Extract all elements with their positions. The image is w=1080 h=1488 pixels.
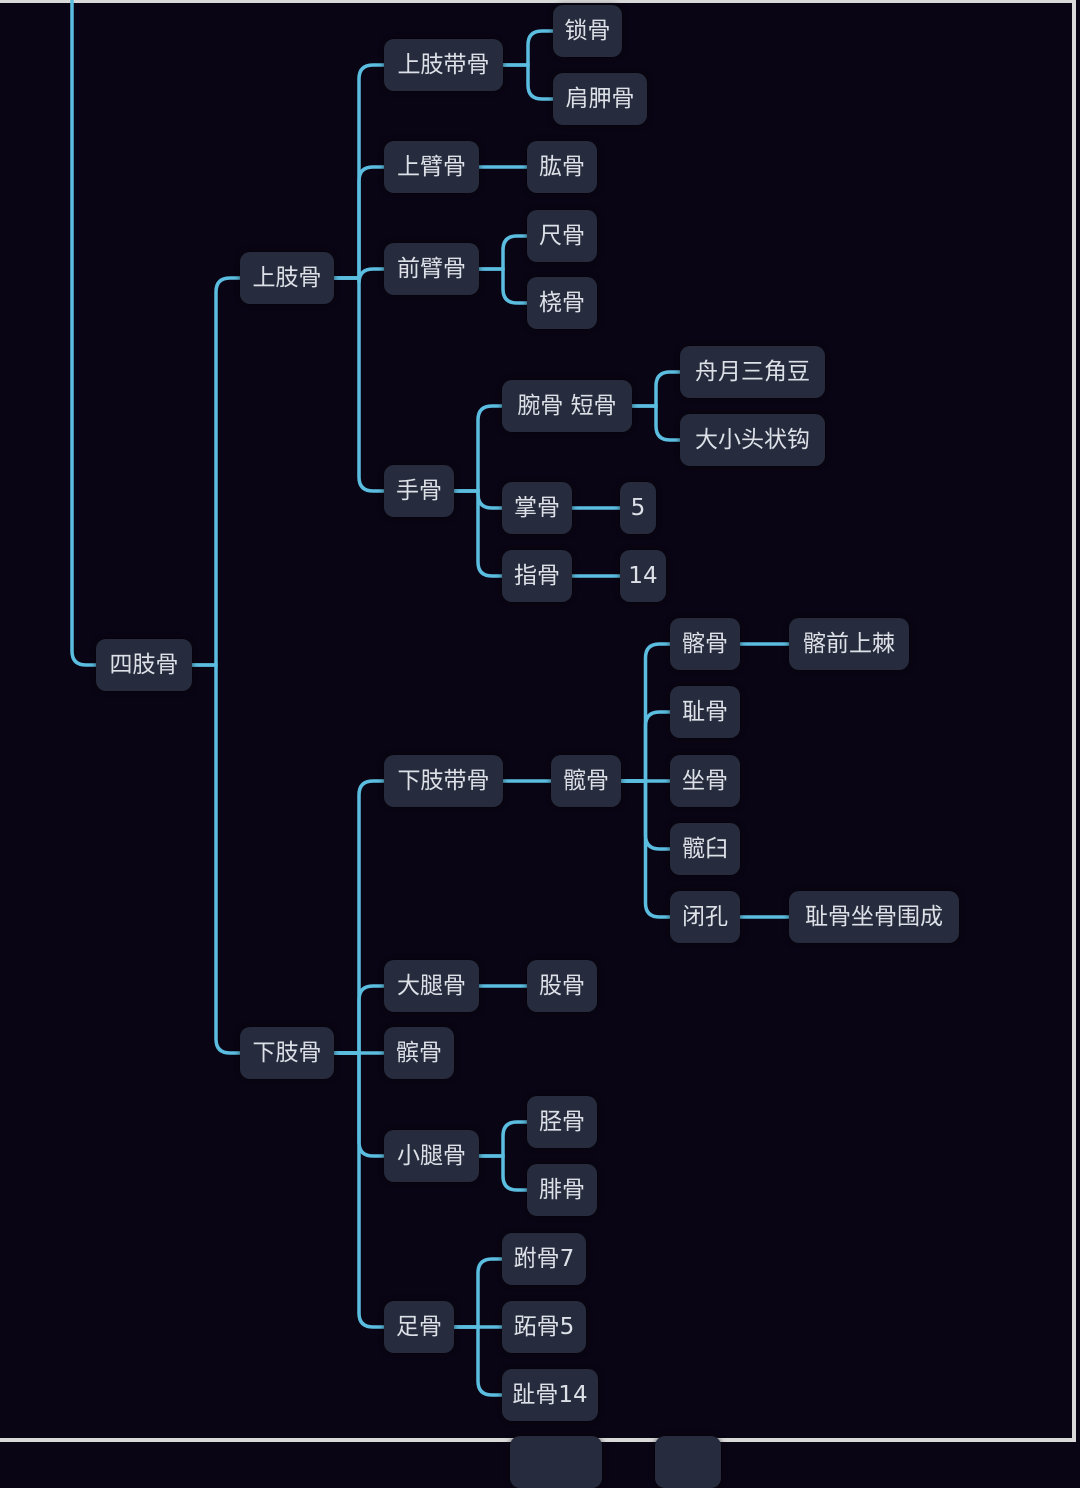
- connector-line: [452, 404, 504, 493]
- mindmap-node-kuan[interactable]: 髋骨: [551, 755, 621, 807]
- connector-line: [619, 710, 672, 783]
- connector-line: [630, 370, 682, 408]
- mindmap-node-qia[interactable]: 髂骨: [670, 618, 740, 670]
- connector-line: [332, 1051, 386, 1329]
- mindmap-node-zuo[interactable]: 坐骨: [670, 755, 740, 807]
- mindmap-node-suo[interactable]: 锁骨: [553, 5, 622, 57]
- mindmap-node-shangbi[interactable]: 上臂骨: [384, 141, 479, 193]
- mindmap-node-partial[interactable]: [510, 1436, 602, 1488]
- connector-line: [452, 489, 504, 578]
- mindmap-node-bikong[interactable]: 闭孔: [670, 891, 740, 943]
- mindmap-node-zhangn[interactable]: 5: [620, 482, 656, 534]
- connector-line: [477, 267, 529, 305]
- mindmap-node-shou[interactable]: 手骨: [384, 465, 454, 517]
- mindmap-node-datui[interactable]: 大腿骨: [384, 960, 479, 1012]
- mindmap-node-zhi14[interactable]: 趾骨14: [502, 1369, 598, 1421]
- connector-line: [619, 642, 672, 783]
- mindmap-node-wan2[interactable]: 大小头状钩: [680, 414, 825, 466]
- connector-line: [190, 663, 242, 1055]
- mindmap-node-jianjia[interactable]: 肩胛骨: [553, 73, 647, 125]
- mindmap-node-fu[interactable]: 跗骨7: [502, 1233, 586, 1285]
- mindmap-node-shangzhi[interactable]: 上肢骨: [240, 252, 334, 304]
- connector-line: [501, 63, 555, 101]
- mindmap-node-jing[interactable]: 胫骨: [527, 1096, 597, 1148]
- mindmap-node-rao[interactable]: 桡骨: [527, 277, 597, 329]
- connector-line: [477, 234, 529, 271]
- mindmap-node-bin[interactable]: 髌骨: [384, 1027, 454, 1079]
- mindmap-node-gu[interactable]: 股骨: [527, 960, 597, 1012]
- connector-line: [619, 779, 672, 919]
- connector-line: [477, 1154, 529, 1192]
- mindmap-node-gong[interactable]: 肱骨: [527, 141, 597, 193]
- mindmap-node-partial[interactable]: [655, 1436, 721, 1488]
- mindmap-node-zu[interactable]: 足骨: [384, 1301, 454, 1353]
- connector-line: [501, 29, 555, 67]
- connector-line: [70, 0, 98, 667]
- connector-line: [332, 63, 386, 280]
- mindmap-node-zhig[interactable]: 跖骨5: [502, 1301, 586, 1353]
- connector-line: [332, 779, 386, 1055]
- mindmap-node-fei[interactable]: 腓骨: [527, 1164, 597, 1216]
- mindmap-node-zhi[interactable]: 指骨: [502, 550, 572, 602]
- mindmap-node-shangzhidai[interactable]: 上肢带骨: [384, 39, 503, 91]
- mindmap-node-sizhi[interactable]: 四肢骨: [96, 639, 192, 691]
- mindmap-node-qianbi[interactable]: 前臂骨: [384, 243, 479, 295]
- connector-line: [332, 276, 386, 493]
- mindmap-node-chig[interactable]: 耻骨: [670, 686, 740, 738]
- mindmap-node-qiaqian[interactable]: 髂前上棘: [789, 618, 909, 670]
- mindmap-connectors: [70, 0, 791, 1397]
- connector-line: [452, 1257, 504, 1329]
- mindmap-node-chi[interactable]: 尺骨: [527, 210, 597, 262]
- connector-line: [477, 1120, 529, 1158]
- mindmap-node-xiazhidai[interactable]: 下肢带骨: [384, 755, 503, 807]
- mindmap-node-wan[interactable]: 腕骨 短骨: [502, 380, 632, 432]
- mindmap-node-bikong2[interactable]: 耻骨坐骨围成: [789, 891, 959, 943]
- connector-line: [332, 165, 386, 280]
- mindmap-node-zhin[interactable]: 14: [620, 550, 666, 602]
- connector-line: [332, 984, 386, 1055]
- mindmap-node-wan1[interactable]: 舟月三角豆: [680, 346, 825, 398]
- mindmap-node-xiaotui[interactable]: 小腿骨: [384, 1130, 479, 1182]
- connector-line: [630, 404, 682, 442]
- connector-line: [452, 1325, 504, 1397]
- mindmap-node-zhang[interactable]: 掌骨: [502, 482, 572, 534]
- mindmap-node-kuanjiu[interactable]: 髋臼: [670, 823, 740, 875]
- connector-line: [190, 276, 242, 667]
- mindmap-node-xiazhi[interactable]: 下肢骨: [240, 1027, 334, 1079]
